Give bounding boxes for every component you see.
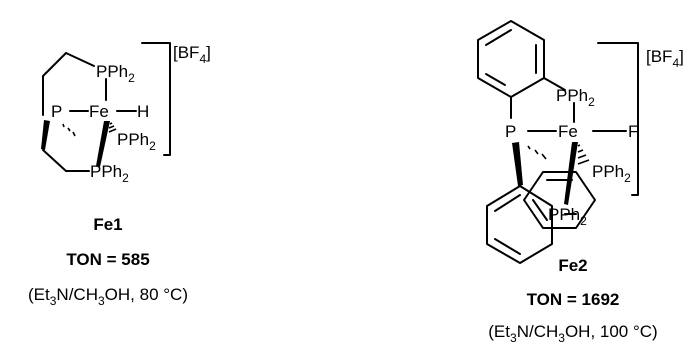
fe1-atom-p-bottom: PPh2 — [90, 162, 129, 185]
fe1-p-hash — [62, 123, 76, 137]
fe1-fe-pbottom-wedge — [96, 121, 110, 167]
fe2-ton: TON = 1692 — [527, 290, 620, 309]
fe2-fe-pbottom-wedge — [564, 142, 578, 205]
fe1-fe-pright-hash — [108, 122, 117, 133]
fe1-atom-h: H — [137, 102, 149, 121]
fe2-lowermiddle-benzene-ring — [523, 171, 596, 229]
complex-fe1: PPh2 P Fe H PPh2 PPh2 [BF4] Fe1 TON = 58… — [28, 42, 211, 308]
fe1-p-lower-wedge — [41, 120, 50, 150]
fe1-ton: TON = 585 — [66, 250, 149, 269]
fe2-ring-ptop-bond — [543, 77, 566, 91]
fe2-lowerleft-ring-double-bonds — [494, 194, 521, 255]
fe2-lowermiddle-ring-double-bonds — [532, 179, 573, 221]
fe2-p-lowerleft-wedge — [512, 142, 523, 186]
fe2-fe-pright-hash — [577, 144, 590, 165]
fe2-atom-p-central: P — [505, 122, 516, 141]
fe2-lowerleft-benzene-ring — [486, 185, 553, 264]
fe2-upper-ring-double-bonds — [485, 29, 537, 86]
fe2-label: Fe2 — [558, 256, 587, 275]
fe1-counterion: [BF4] — [173, 43, 211, 66]
fe2-atom-p-top: PPh2 — [556, 86, 595, 109]
fe2-atom-f: F — [628, 122, 638, 141]
fe2-atom-fe: Fe — [558, 122, 578, 141]
fe2-counterion: [BF4] — [646, 47, 684, 70]
fe2-atom-p-bottom: PPh2 — [548, 205, 587, 228]
fe2-atom-p-right: PPh2 — [592, 162, 631, 185]
fe2-upper-benzene-ring — [477, 20, 545, 98]
fe2-bracket — [597, 42, 639, 196]
fe1-bracket — [141, 42, 171, 156]
fe2-p-hash — [527, 145, 547, 160]
fe1-upper-ethylene-bridge — [42, 52, 95, 116]
complex-fe2: PPh2 P Fe F PPh2 PPh2 [BF4] Fe2 TON = 16… — [477, 20, 684, 345]
fe1-atom-p-central: P — [51, 102, 62, 121]
fe1-label: Fe1 — [93, 215, 122, 234]
fe1-atom-p-right: PPh2 — [117, 130, 156, 153]
fe1-atom-p-top: PPh2 — [96, 62, 135, 85]
fe1-conditions: (Et3N/CH3OH, 80 °C) — [28, 285, 188, 308]
fe1-lower-ethylene-bridge — [42, 149, 90, 172]
fe2-conditions: (Et3N/CH3OH, 100 °C) — [488, 322, 657, 345]
fe1-atom-fe: Fe — [89, 102, 109, 121]
